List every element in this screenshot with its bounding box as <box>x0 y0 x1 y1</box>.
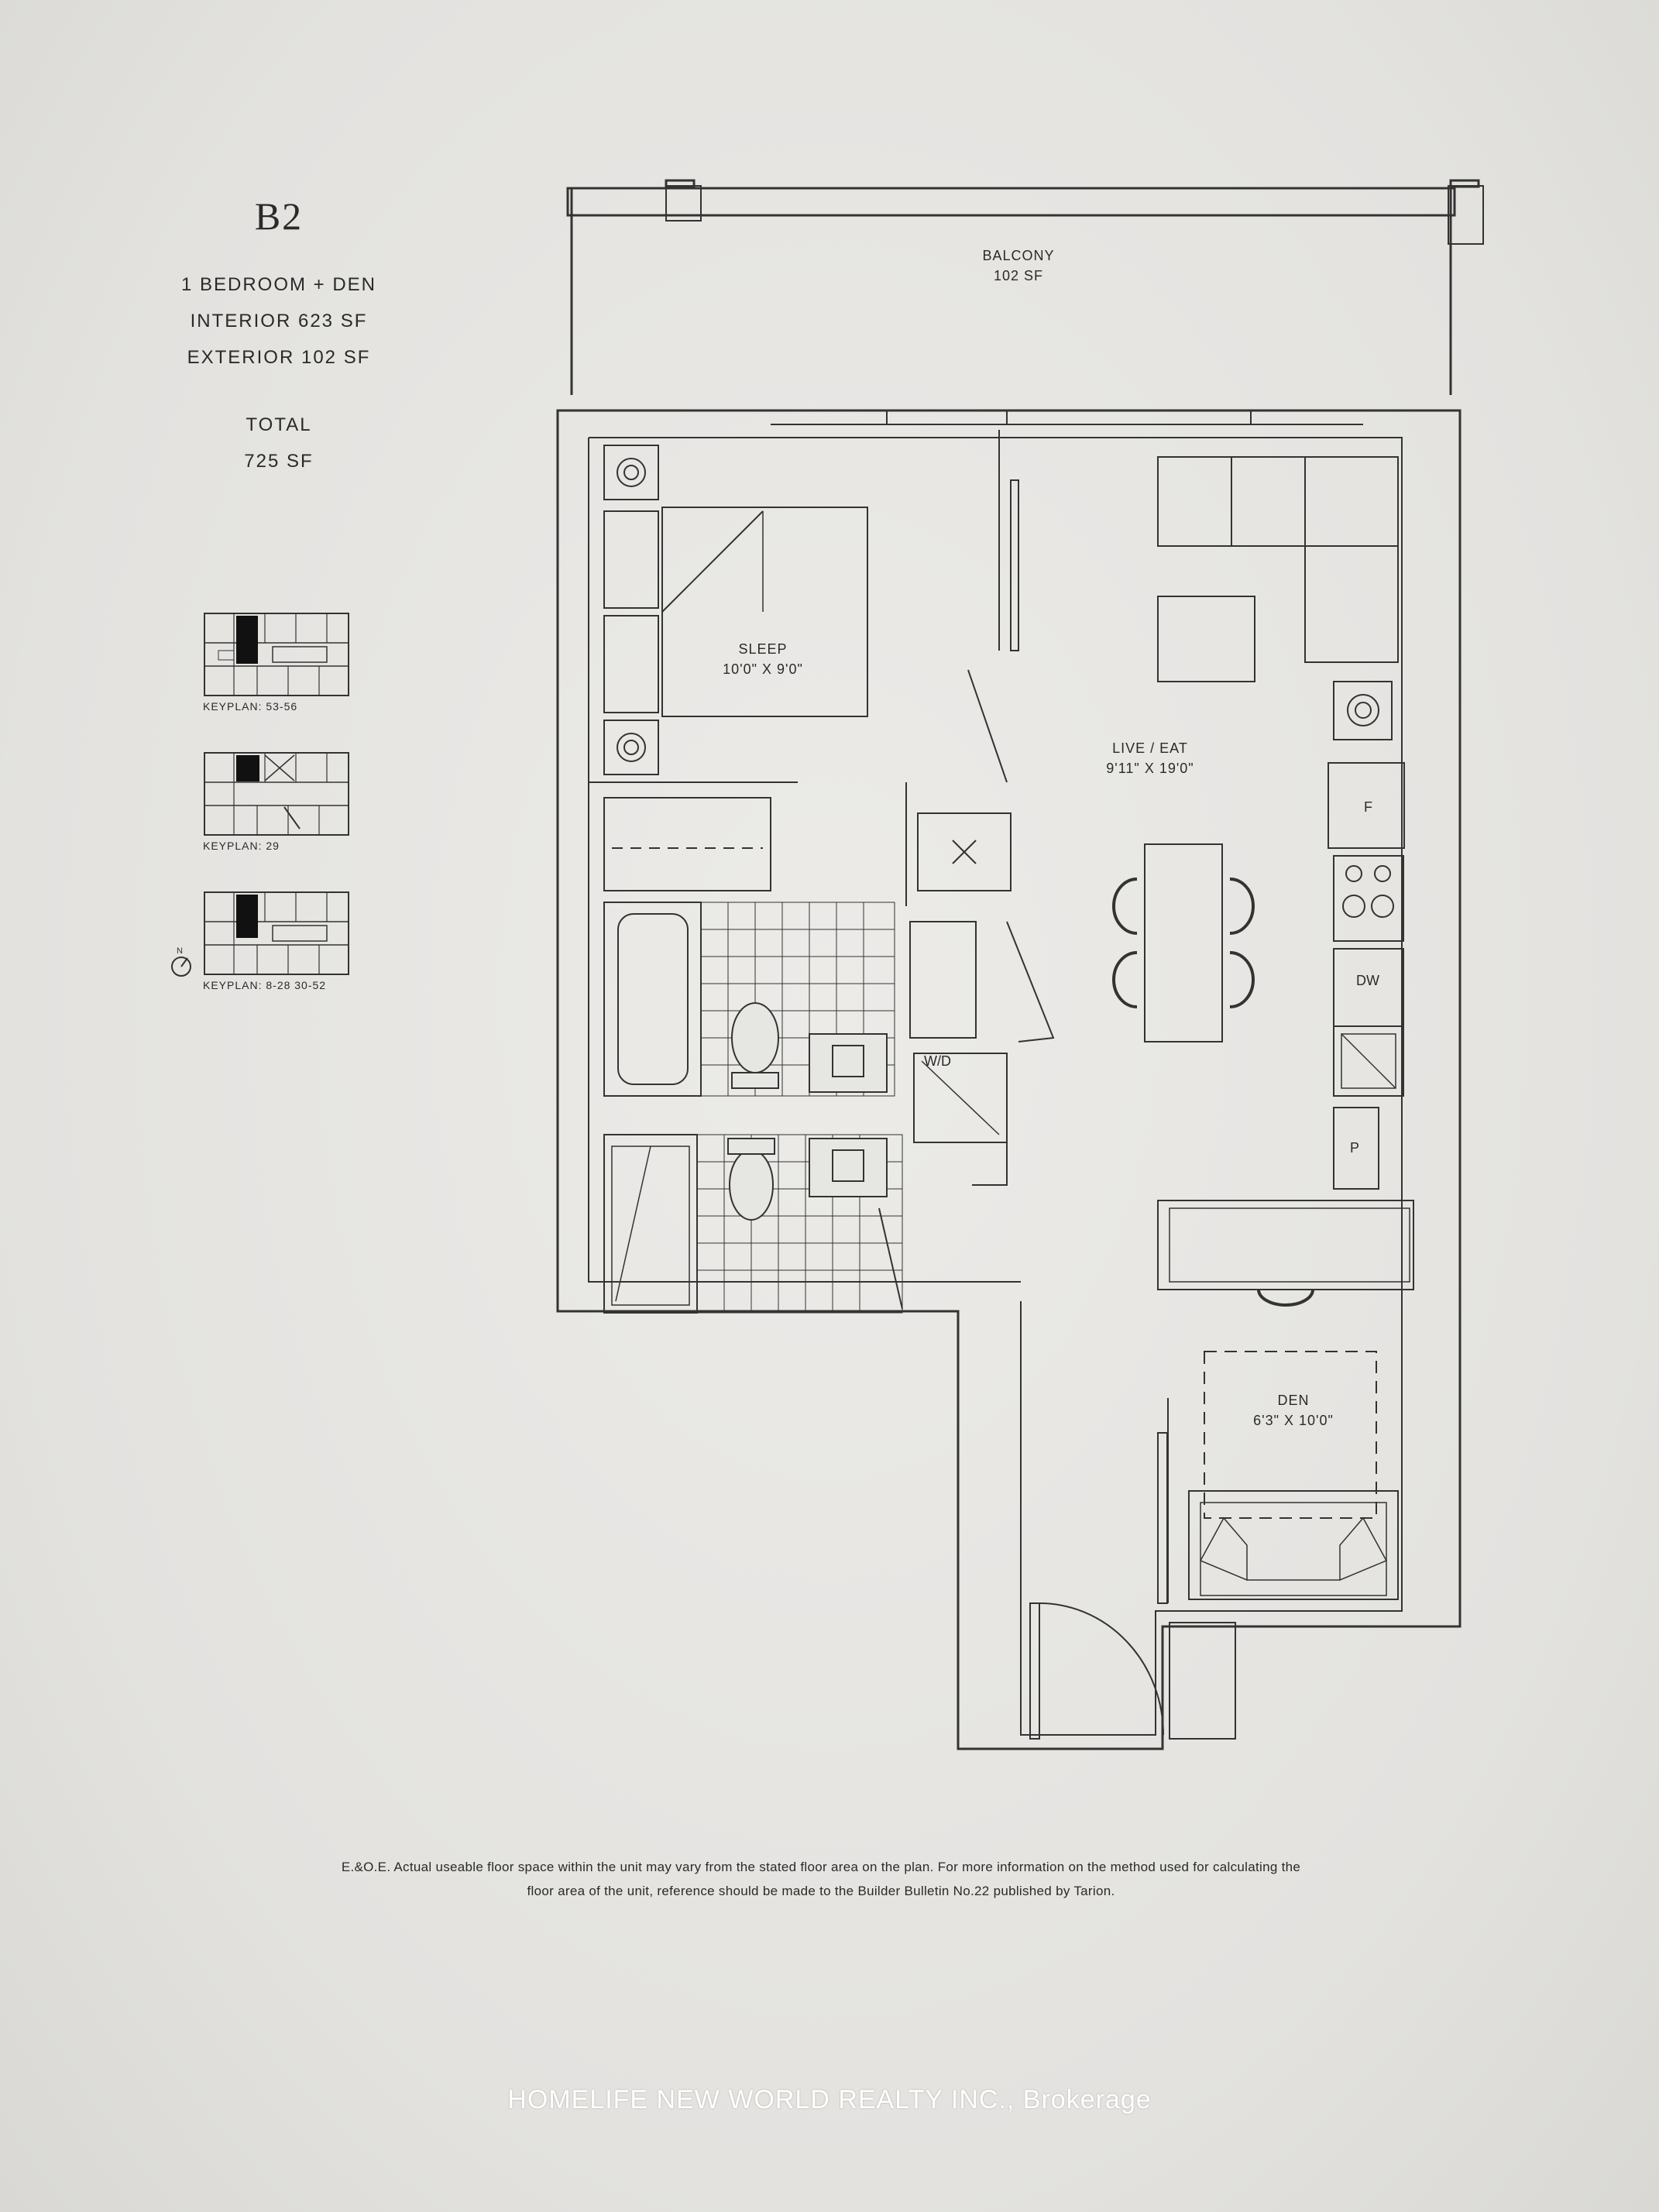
keyplan-1-drawing <box>204 613 349 696</box>
keyplan-2-drawing <box>204 752 349 836</box>
coffee-table <box>1157 596 1255 682</box>
keyplan-1-label: KEYPLAN: 53-56 <box>203 700 298 713</box>
linen-closet <box>917 812 1012 891</box>
keyplan-3: KEYPLAN: 8-28 30-52 <box>203 891 350 991</box>
kitchen <box>1328 681 1405 1190</box>
balcony-label: BALCONY 102 SF <box>922 246 1115 286</box>
pantry-label: P <box>1350 1140 1360 1156</box>
sleep-room <box>589 445 868 891</box>
keyplan-3-drawing <box>204 891 349 975</box>
balcony-area: 102 SF <box>993 268 1044 283</box>
unit-type: 1 BEDROOM + DEN <box>180 274 377 295</box>
sofa <box>1157 456 1399 663</box>
keyplan-3-label: KEYPLAN: 8-28 30-52 <box>203 979 327 991</box>
disclaimer-line-1: E.&O.E. Actual useable floor space withi… <box>341 1860 1301 1874</box>
balcony <box>566 179 1484 395</box>
den-dims: 6'3" X 10'0" <box>1253 1413 1334 1428</box>
sleep-label: SLEEP 10'0" X 9'0" <box>666 639 860 679</box>
unit-name: B2 <box>254 194 304 238</box>
window-strip <box>771 410 1363 425</box>
disclaimer: E.&O.E. Actual useable floor space withi… <box>186 1855 1456 1903</box>
keyplan-2-label: KEYPLAN: 29 <box>203 840 280 852</box>
exterior-wall <box>556 409 1462 1750</box>
total-label: TOTAL <box>246 414 312 435</box>
live-eat-dims: 9'11" X 19'0" <box>1106 761 1194 776</box>
dining-table <box>1144 843 1223 1042</box>
keyplan-2: KEYPLAN: 29 <box>203 751 350 852</box>
total-area: 725 SF <box>244 451 314 472</box>
den-label: DEN 6'3" X 10'0" <box>1197 1390 1390 1431</box>
compass-label: N <box>177 946 183 956</box>
entry-door <box>1029 1602 1236 1740</box>
den-name: DEN <box>1277 1393 1310 1408</box>
sleep-name: SLEEP <box>738 641 788 657</box>
north-arrow-icon: N <box>171 946 191 977</box>
exterior-area: EXTERIOR 102 SF <box>187 347 371 368</box>
live-eat-name: LIVE / EAT <box>1112 740 1188 756</box>
unit-info: B2 1 BEDROOM + DEN INTERIOR 623 SF EXTER… <box>147 194 410 479</box>
live-eat-label: LIVE / EAT 9'11" X 19'0" <box>1053 738 1247 778</box>
sleep-dims: 10'0" X 9'0" <box>723 661 803 677</box>
ensuite-bathroom <box>603 1134 903 1314</box>
disclaimer-line-2: floor area of the unit, reference should… <box>527 1884 1115 1898</box>
balcony-name: BALCONY <box>982 248 1055 263</box>
keyplan-1: KEYPLAN: 53-56 <box>203 612 350 713</box>
fridge-label: F <box>1364 799 1372 815</box>
interior-area: INTERIOR 623 SF <box>190 311 368 331</box>
dishwasher-label: DW <box>1356 973 1379 988</box>
den <box>1157 1200 1414 1604</box>
brokerage-watermark: HOMELIFE NEW WORLD REALTY INC., Brokerag… <box>507 2085 1152 2114</box>
main-bathroom <box>603 902 895 1097</box>
laundry-closet <box>909 921 977 1039</box>
washer-dryer-label: W/D <box>924 1053 951 1069</box>
interior-wall <box>589 437 1403 1736</box>
